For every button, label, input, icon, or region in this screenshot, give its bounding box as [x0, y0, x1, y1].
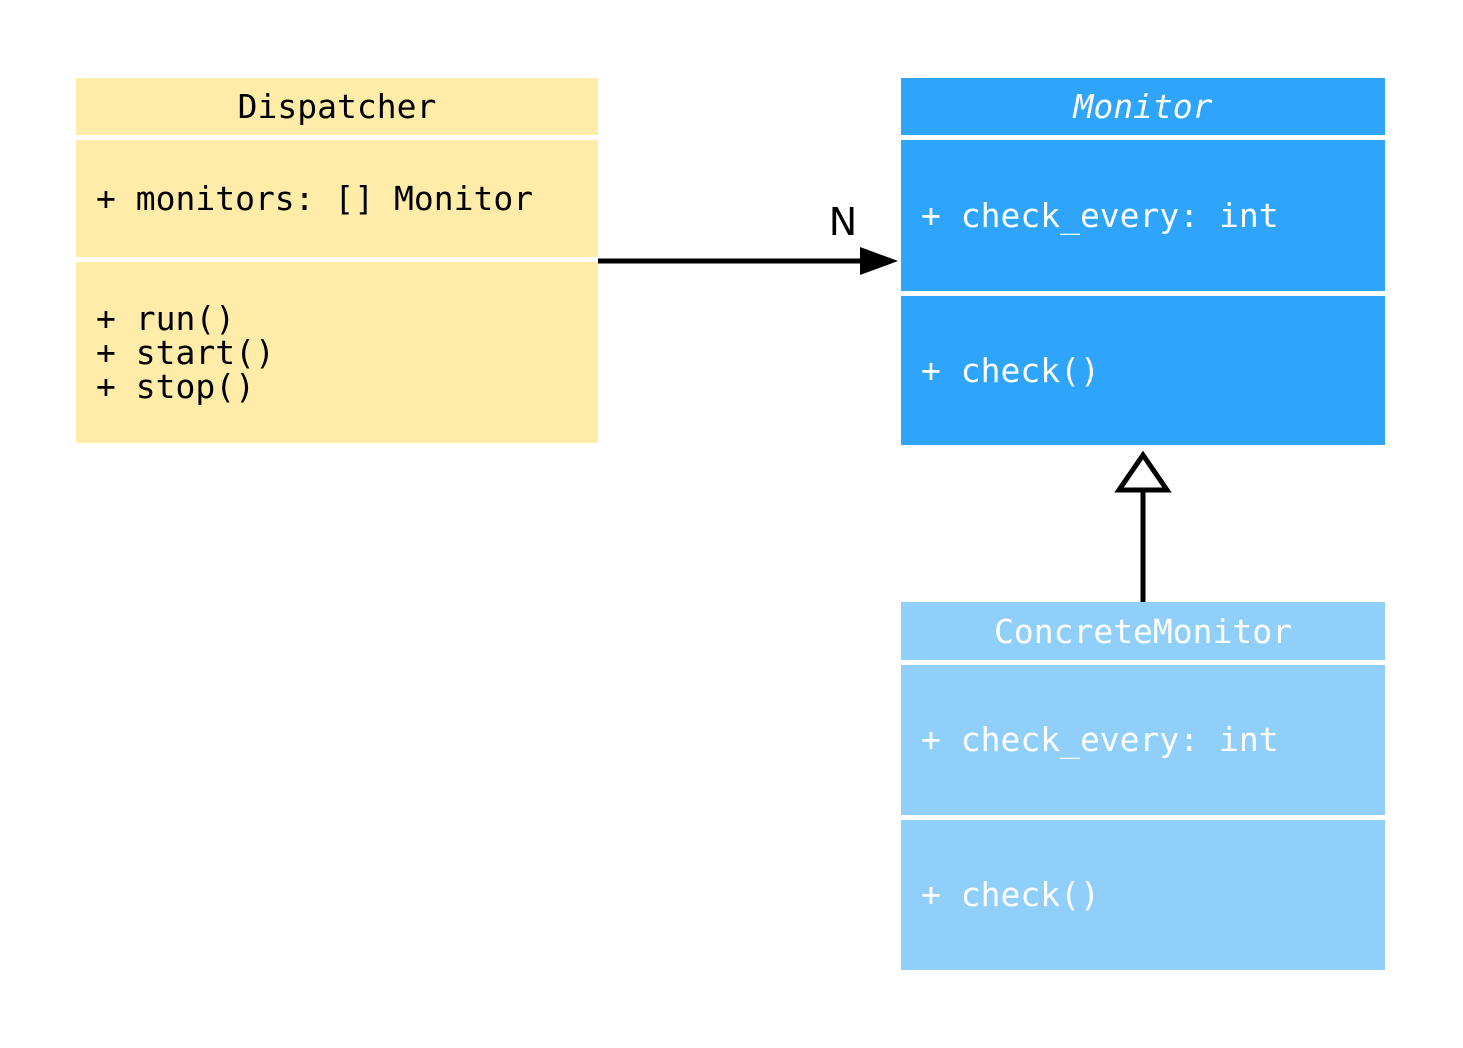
class-methods-monitor: + check() [901, 296, 1385, 445]
class-attributes-monitor: + check_every: int [901, 140, 1385, 291]
method-line: + check() [921, 350, 1100, 390]
class-methods-concrete-monitor: + check() [901, 820, 1385, 970]
method-line: + stop() [96, 366, 255, 406]
class-title-concrete-monitor: ConcreteMonitor [901, 602, 1385, 660]
attribute-line: + monitors: [] Monitor [96, 178, 534, 218]
class-box-dispatcher: Dispatcher + monitors: [] Monitor + run(… [76, 78, 598, 443]
method-line: + run() [96, 298, 236, 338]
attribute-line: + check_every: int [921, 720, 1279, 759]
method-line: + check() [921, 875, 1100, 914]
attribute-line: + check_every: int [921, 195, 1279, 235]
class-box-monitor: Monitor + check_every: int + check() [901, 78, 1385, 445]
class-title-dispatcher: Dispatcher [76, 78, 598, 135]
association-multiplicity-label: N [828, 200, 858, 244]
class-box-concrete-monitor: ConcreteMonitor + check_every: int + che… [901, 602, 1385, 970]
hollow-triangle-arrowhead-icon [1114, 450, 1172, 493]
class-title-monitor: Monitor [901, 78, 1385, 135]
association-arrow-dispatcher-to-monitor [598, 247, 898, 275]
method-line: + start() [96, 332, 275, 372]
class-attributes-concrete-monitor: + check_every: int [901, 665, 1385, 815]
inheritance-arrow-concretemonitor-to-monitor [1114, 450, 1172, 602]
class-attributes-dispatcher: + monitors: [] Monitor [76, 140, 598, 257]
class-methods-dispatcher: + run() + start() + stop() [76, 262, 598, 443]
filled-arrowhead-icon [860, 247, 898, 275]
